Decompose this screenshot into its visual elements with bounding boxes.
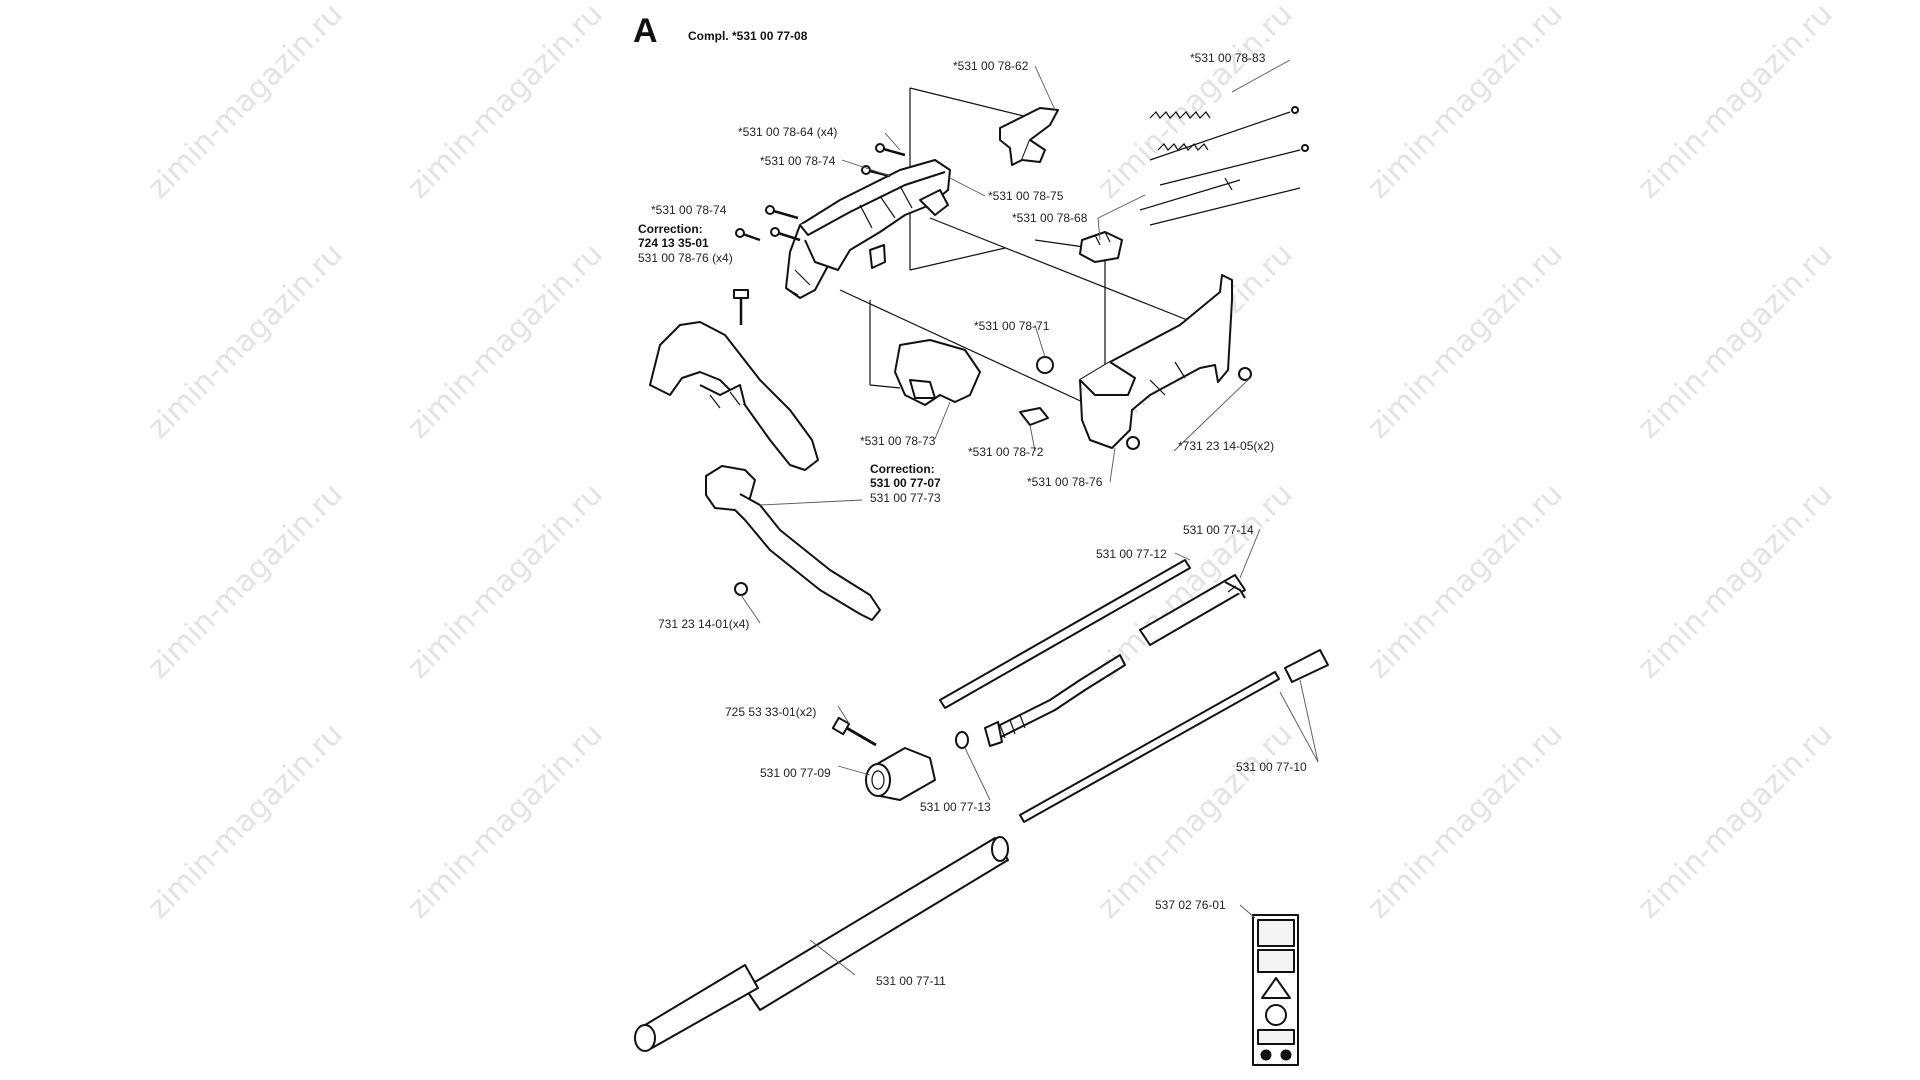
- clamp: [865, 747, 936, 801]
- part-label: 531 00 77-13: [920, 800, 991, 814]
- watermark-layer: zimin-magazin.ru zimin-magazin.ru zimin-…: [141, 0, 1840, 926]
- screw-icon: [733, 289, 749, 325]
- spring-icon: [1149, 111, 1211, 151]
- part-label: 531 00 78-76 (x4): [638, 251, 733, 265]
- part-label: 531 00 77-12: [1096, 547, 1167, 561]
- part-label: *531 00 78-71: [974, 319, 1050, 333]
- part-label: *531 00 78-62: [953, 59, 1029, 73]
- bolt-icon: [831, 716, 877, 747]
- watermark: zimin-magazin.ru: [1091, 477, 1300, 686]
- watermark: zimin-magazin.ru: [141, 477, 350, 686]
- part-label: *531 00 78-76: [1027, 475, 1103, 489]
- upper-handle-housing: [785, 159, 951, 299]
- watermark: zimin-magazin.ru: [401, 0, 610, 206]
- part-label: *531 00 78-75: [988, 189, 1064, 203]
- section-letter: A: [633, 12, 658, 50]
- assembly-guide-lines: [839, 87, 1201, 411]
- watermark: zimin-magazin.ru: [141, 717, 350, 926]
- lower-handle-housing: [1079, 274, 1233, 449]
- part-label: 531 00 77-14: [1183, 523, 1254, 537]
- loop-handle: [649, 321, 819, 471]
- part-label: 725 53 33-01(x2): [725, 705, 816, 719]
- watermark: zimin-magazin.ru: [401, 237, 610, 446]
- watermark: zimin-magazin.ru: [1361, 237, 1570, 446]
- part-label: 531 00 77-10: [1236, 760, 1307, 774]
- screw-icon: [735, 228, 761, 242]
- watermark: zimin-magazin.ru: [1361, 0, 1570, 206]
- watermark: zimin-magazin.ru: [1631, 477, 1840, 686]
- throttle-lever: [894, 339, 981, 406]
- part-label: *531 00 78-68: [1012, 211, 1088, 225]
- warning-decal: [1252, 914, 1299, 1066]
- pin-icon: [1036, 356, 1054, 374]
- leader-lines: [740, 59, 1319, 976]
- part-label: *531 00 78-73: [860, 434, 936, 448]
- watermark: zimin-magazin.ru: [1631, 0, 1840, 206]
- part-label: 537 02 76-01: [1155, 898, 1226, 912]
- stop-switch: [1079, 231, 1123, 263]
- handle-bracket-grip: [705, 465, 881, 621]
- main-tube: [634, 836, 1009, 1052]
- part-label: 731 23 14-01(x4): [658, 617, 749, 631]
- part-label: *531 00 78-74: [760, 154, 836, 168]
- spring-and-cables: [1139, 106, 1309, 226]
- correction-number: 724 13 35-01: [638, 236, 709, 250]
- inner-shaft: [1019, 649, 1329, 823]
- part-label: *531 00 78-83: [1190, 51, 1266, 65]
- housing-screws: [735, 143, 906, 242]
- correction-title: Correction:: [638, 222, 703, 236]
- part-label: *531 00 78-64 (x4): [738, 125, 837, 139]
- watermark: zimin-magazin.ru: [401, 477, 610, 686]
- watermark: zimin-magazin.ru: [401, 717, 610, 926]
- correction-title: Correction:: [870, 462, 935, 476]
- warning-triangle-icon: [1261, 977, 1291, 999]
- part-label: 531 00 77-09: [760, 766, 831, 780]
- assembly-label: Compl. *531 00 77-08: [688, 29, 808, 43]
- correction-number: 531 00 77-07: [870, 476, 941, 490]
- nut-icon: [1238, 367, 1252, 381]
- watermark: zimin-magazin.ru: [1091, 0, 1300, 206]
- part-label: *731 23 14-05(x2): [1178, 439, 1274, 453]
- part-label: *531 00 78-74: [651, 203, 727, 217]
- screw-icon: [770, 227, 801, 242]
- upper-tube: [1139, 574, 1246, 646]
- o-ring-icon: [955, 731, 969, 749]
- watermark: zimin-magazin.ru: [141, 0, 350, 206]
- nut-icon: [734, 582, 748, 596]
- prohibition-icon: [1265, 1004, 1287, 1026]
- watermark: zimin-magazin.ru: [1361, 477, 1570, 686]
- watermark: zimin-magazin.ru: [1361, 717, 1570, 926]
- watermark: zimin-magazin.ru: [1631, 237, 1840, 446]
- watermark: zimin-magazin.ru: [141, 237, 350, 446]
- threaded-shaft: [984, 654, 1126, 747]
- part-label: 531 00 77-73: [870, 491, 941, 505]
- screw-icon: [875, 143, 906, 157]
- part-label: *531 00 78-72: [968, 445, 1044, 459]
- drive-shaft: [939, 559, 1191, 709]
- part-label: 531 00 77-11: [876, 974, 946, 988]
- watermark: zimin-magazin.ru: [1091, 717, 1300, 926]
- watermark: zimin-magazin.ru: [1631, 717, 1840, 926]
- nut-icon: [1126, 436, 1140, 450]
- throttle-trigger: [999, 107, 1059, 166]
- boot-icon: [1280, 1049, 1292, 1061]
- small-parts: [1019, 356, 1252, 450]
- part-labels: *531 00 78-62 *531 00 78-83 *531 00 78-6…: [638, 51, 1307, 988]
- screw-icon: [765, 205, 799, 220]
- bracket-icon: [1019, 407, 1049, 426]
- glove-icon: [1260, 1049, 1272, 1061]
